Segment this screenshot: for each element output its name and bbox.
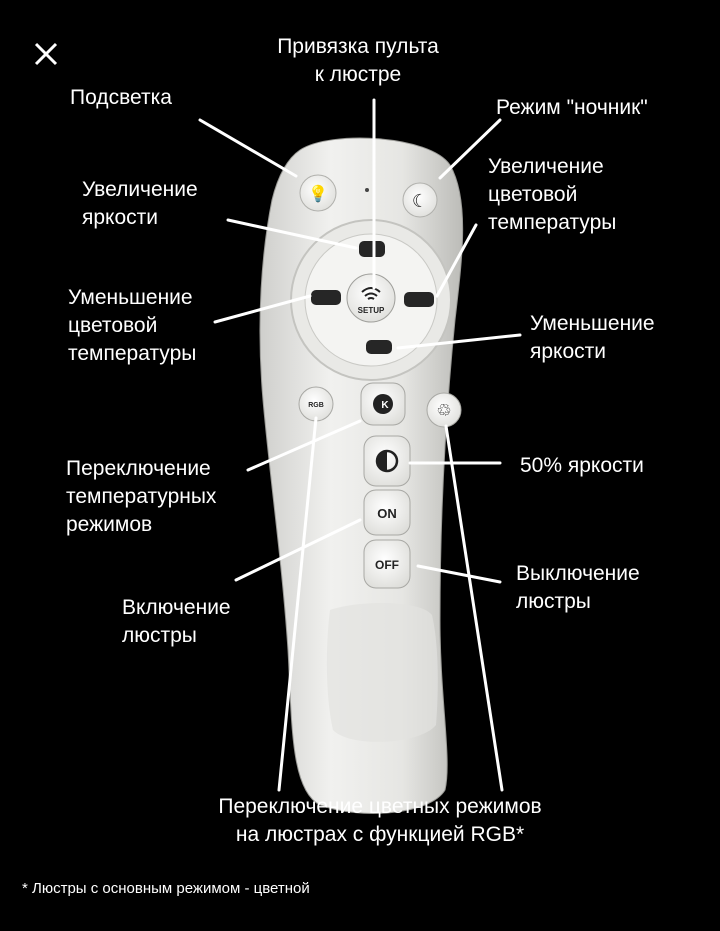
- night-mode-button: [402, 182, 438, 218]
- label-color-temp-up: Увеличение цветовой температуры: [488, 155, 617, 234]
- bulb-icon: 💡: [308, 184, 328, 203]
- label-night-mode: Режим "ночник": [496, 96, 648, 119]
- svg-text:ON: ON: [377, 506, 397, 521]
- svg-text:K: K: [381, 400, 389, 411]
- label-half-brightness: 50% яркости: [520, 454, 644, 477]
- recycle-icon: ♲: [436, 401, 451, 420]
- half-circle-icon: [377, 451, 387, 471]
- backlight-button: [299, 174, 337, 212]
- brightness-up-button: [359, 241, 385, 257]
- off-button: [363, 539, 411, 589]
- label-brightness-up: Увеличение яркости: [82, 178, 198, 229]
- remote-lower-panel: [326, 603, 438, 742]
- label-brightness-down: Уменьшение яркости: [530, 312, 655, 363]
- svg-text:RGB: RGB: [308, 402, 324, 409]
- label-color-temp-down: Уменьшение цветовой температуры: [68, 286, 197, 365]
- footnote: * Люстры с основным режимом - цветной: [22, 880, 310, 897]
- moon-icon: ☾: [412, 191, 428, 211]
- label-power-on: Включение люстры: [122, 596, 231, 647]
- on-button: [363, 489, 411, 536]
- label-rgb-modes: Переключение цветных режимов на люстрах …: [218, 795, 542, 846]
- close-icon[interactable]: [30, 38, 62, 70]
- setup-label: SETUP: [358, 306, 385, 315]
- label-power-off: Выключение люстры: [516, 562, 640, 613]
- label-binding: Привязка пульта к люстре: [277, 35, 439, 86]
- color-temp-down-button: [311, 290, 341, 305]
- brightness-down-button: [366, 340, 392, 354]
- svg-text:OFF: OFF: [375, 558, 399, 572]
- label-temp-modes: Переключение температурных режимов: [66, 457, 217, 536]
- color-temp-up-button: [404, 292, 434, 307]
- rgb-cycle-button: [426, 392, 462, 428]
- label-backlight: Подсветка: [70, 86, 172, 109]
- wifi-icon: [361, 287, 381, 300]
- leader-lines: [198, 98, 522, 792]
